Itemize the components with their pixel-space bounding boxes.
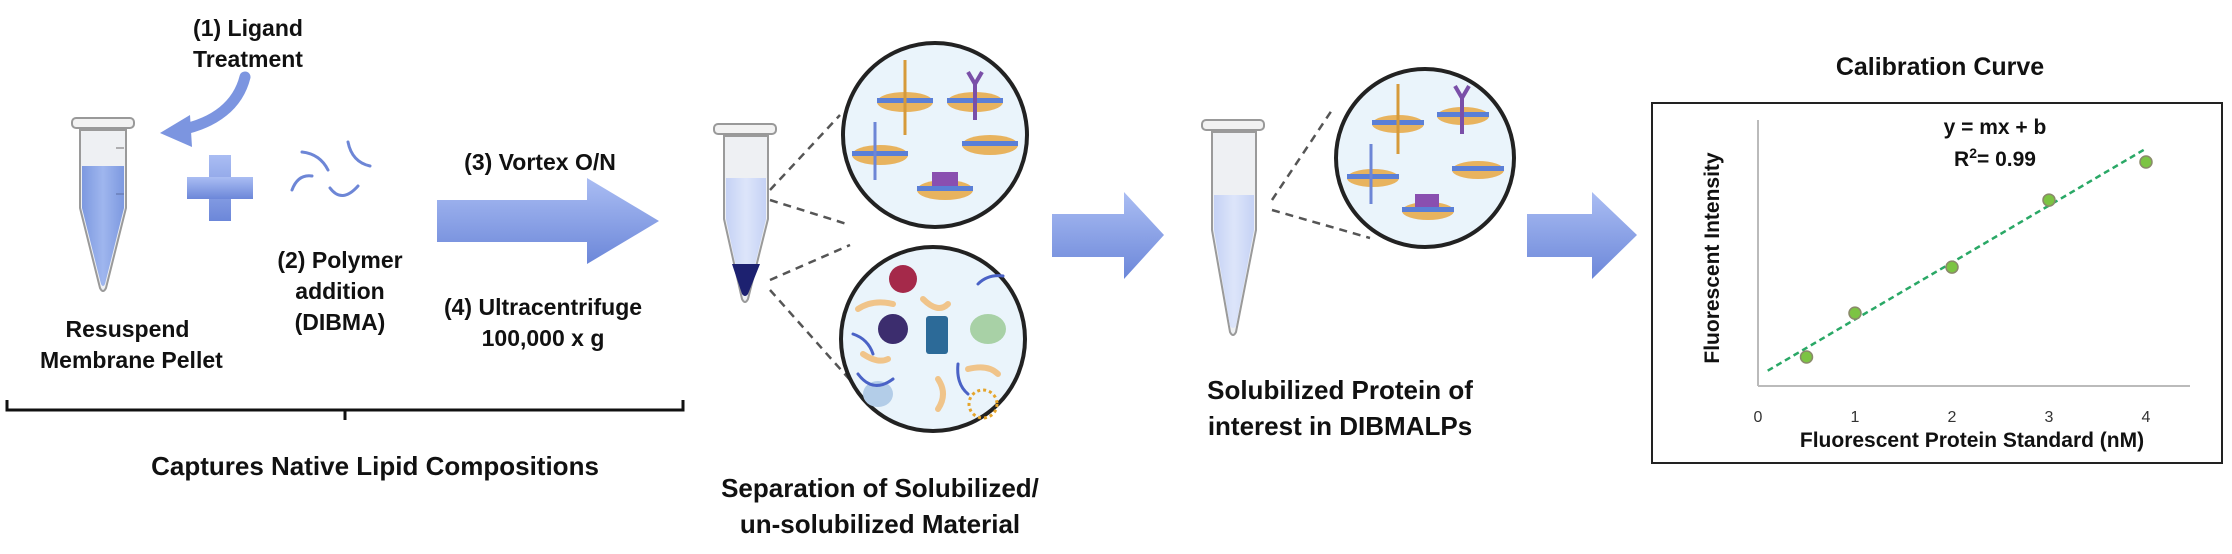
separation-line2: un-solubilized Material [739,509,1021,539]
microcentrifuge-tube-icon [1201,119,1265,336]
chart-title: Calibration Curve [1835,53,2045,81]
ultracentrifuge-label: (4) Ultracentrifuge 100,000 x g [428,292,658,354]
resuspend-label: Resuspend Membrane Pellet [40,314,223,376]
polymer-line3: (DIBMA) [294,309,386,335]
zoom-lines [1270,109,1371,240]
polymer-line2: addition [295,278,385,304]
y-axis-label: Fluorescent Intensity [1701,152,1724,364]
data-point [1799,350,1814,364]
zoom-lines [769,114,851,381]
x-axis-label: Fluorescent Protein Standard (nM) [1800,429,2144,452]
x-tick-label: 3 [2045,409,2054,426]
trendline [1767,147,2147,372]
polymer-addition-label: (2) Polymer addition (DIBMA) [260,245,420,338]
polymer-line1: (2) Polymer [277,247,403,273]
r-squared-label: R2= 0.99 [1954,145,2036,171]
polymer-strands-icon [290,140,372,197]
debris-zoom-icon [839,245,1027,433]
vortex-label: (3) Vortex O/N [464,149,616,175]
trend-equation: y = mx + b [1944,116,2047,139]
resuspend-line2: Membrane Pellet [40,347,223,373]
plus-icon [187,155,253,221]
separation-label: Separation of Solubilized/ un-solubilize… [680,470,1080,542]
microcentrifuge-tube-icon [71,117,135,292]
ligand-treatment-line2: Treatment [193,46,303,72]
data-point [1945,260,1959,274]
nanodisc-zoom-icon [841,41,1029,229]
nanodisc-zoom-icon [1334,67,1516,249]
microcentrifuge-tube-icon [713,123,777,303]
captures-label: Captures Native Lipid Compositions [151,451,599,481]
x-tick-label: 4 [2142,409,2151,426]
process-arrow-icon [1527,192,1637,279]
solubilized-line1: Solubilized Protein of [1207,375,1473,405]
chart-frame [1651,102,2223,464]
x-tick-label: 1 [1851,409,1860,426]
ultracentrifuge-line2: 100,000 x g [481,325,605,351]
x-tick-label: 2 [1948,409,1957,426]
data-point [2042,193,2056,207]
x-tick-label: 0 [1754,409,1763,426]
data-point [1848,306,1862,320]
solubilized-line2: interest in DIBMALPs [1207,411,1473,441]
ligand-treatment-line1: (1) Ligand [193,15,303,41]
ligand-treatment-label: (1) Ligand Treatment [178,13,318,75]
process-arrow-icon [437,178,659,264]
resuspend-line1: Resuspend [65,316,190,342]
solubilized-label: Solubilized Protein of interest in DIBMA… [1180,372,1500,444]
bracket-icon [5,400,685,420]
curved-arrow-icon [160,71,251,147]
separation-line1: Separation of Solubilized/ [721,473,1039,503]
process-arrow-icon [1052,192,1164,279]
data-point [2139,155,2153,169]
ultracentrifuge-line1: (4) Ultracentrifuge [443,294,643,320]
